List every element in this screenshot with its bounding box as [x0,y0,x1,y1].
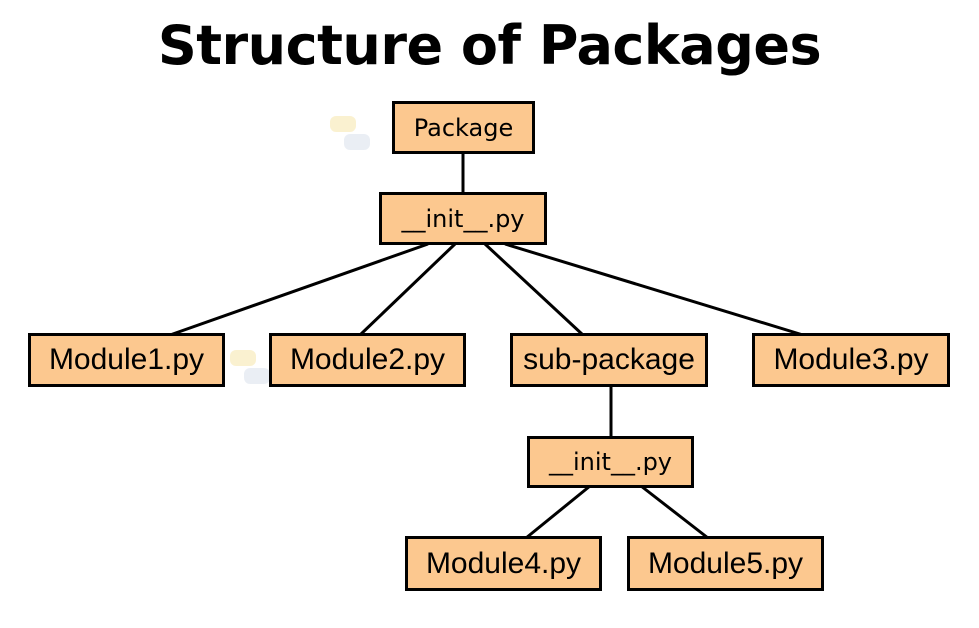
init-sub-node: __init__.py [527,436,694,488]
edge-subinit-module5 [640,484,709,540]
edge-init-module1 [169,242,429,337]
module5-node: Module5.py [627,536,824,591]
module1-node: Module1.py [28,333,225,387]
edge-subinit-module4 [525,484,591,540]
module2-node: Module2.py [269,333,466,387]
python-logo-watermark [230,350,270,384]
edge-init-module3 [504,242,804,337]
module3-node: Module3.py [752,333,950,387]
init-top-node: __init__.py [379,192,547,245]
edge-init-subpackage [483,242,585,337]
package-node: Package [392,101,535,154]
edge-init-module2 [358,242,457,337]
python-logo-watermark [330,116,370,150]
diagram-title: Structure of Packages [157,14,822,77]
sub-package-node: sub-package [510,333,708,387]
module4-node: Module4.py [405,536,602,591]
